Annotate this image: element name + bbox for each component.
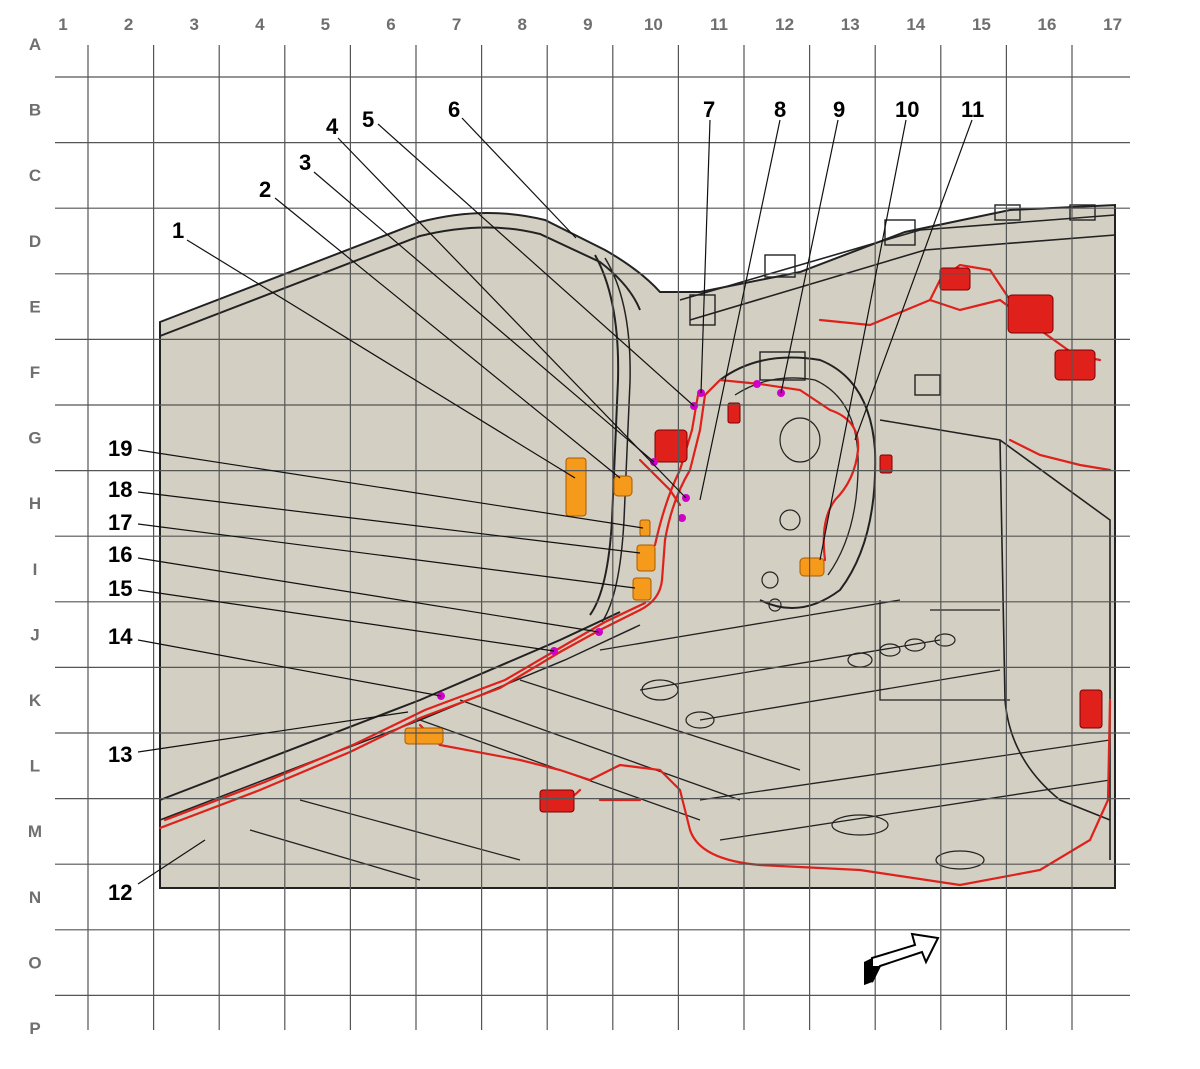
callout-7: 7 xyxy=(703,97,715,122)
grid-row-label: P xyxy=(29,1019,40,1038)
callout-10: 10 xyxy=(895,97,919,122)
callout-8: 8 xyxy=(774,97,786,122)
connector-2 xyxy=(613,475,633,497)
body-upper-brackets xyxy=(689,204,1096,396)
grid-column-label: 8 xyxy=(517,15,526,34)
connector-18 xyxy=(636,544,656,572)
grid-column-label: 4 xyxy=(255,15,265,34)
body-rear-side-panel xyxy=(879,419,1111,860)
connector-10 xyxy=(799,557,825,577)
grid-row-label: K xyxy=(29,691,42,710)
grid-row-label: M xyxy=(28,822,42,841)
harness-floor-branch xyxy=(418,698,1112,887)
grid-column-label: 7 xyxy=(452,15,461,34)
connector-17 xyxy=(632,577,652,601)
grid-column-label: 17 xyxy=(1103,15,1122,34)
callout-9: 9 xyxy=(833,97,845,122)
grid-row-label: H xyxy=(29,494,41,513)
callout-3: 3 xyxy=(299,150,311,175)
harness-rocker-trunk xyxy=(158,538,667,830)
harness-right-side xyxy=(1008,438,1112,472)
callout-labels: 1 2 3 4 5 6 7 8 9 10 11 12 13 14 15 16 1… xyxy=(108,97,984,905)
grid-column-label: 3 xyxy=(189,15,198,34)
grid-row-label: A xyxy=(29,35,41,54)
callout-6: 6 xyxy=(448,97,460,122)
callout-16: 16 xyxy=(108,542,132,567)
grid-row-label: O xyxy=(28,953,41,972)
callout-13: 13 xyxy=(108,742,132,767)
grid-row-label: D xyxy=(29,232,41,251)
callout-1: 1 xyxy=(172,218,184,243)
callout-12: 12 xyxy=(108,880,132,905)
callout-5: 5 xyxy=(362,107,374,132)
connector-13 xyxy=(404,727,444,745)
harness-components xyxy=(539,267,1103,813)
callout-4: 4 xyxy=(326,114,339,139)
callout-leaders xyxy=(137,117,973,885)
grid-row-label: G xyxy=(28,429,41,448)
front-direction-arrow-icon xyxy=(864,932,940,985)
grid-column-label: 13 xyxy=(841,15,860,34)
body-roof-rail xyxy=(159,226,641,337)
grid-row-label: N xyxy=(29,888,41,907)
harness-left-pillar-branch xyxy=(638,458,682,507)
grid-row-label: L xyxy=(30,757,40,776)
callout-18: 18 xyxy=(108,477,132,502)
callout-14: 14 xyxy=(108,624,133,649)
grid-column-label: 1 xyxy=(58,15,67,34)
grid-column-label: 6 xyxy=(386,15,395,34)
splice-5 xyxy=(678,514,686,522)
grid-row-label: F xyxy=(30,363,40,382)
grid-column-label: 5 xyxy=(321,15,330,34)
harness-wheelhouse-loop xyxy=(822,408,860,562)
body-floor-ribs xyxy=(249,599,1111,881)
grid-column-label: 11 xyxy=(710,15,728,34)
harness-pillar-run xyxy=(663,378,832,542)
callout-15: 15 xyxy=(108,576,132,601)
grid-column-label: 2 xyxy=(124,15,133,34)
body-rocker-panel xyxy=(159,611,621,801)
grid-row-label: J xyxy=(30,625,39,644)
splice-8 xyxy=(753,380,761,388)
grid-row-label: C xyxy=(29,166,41,185)
grid-column-label: 9 xyxy=(583,15,592,34)
connector-1 xyxy=(565,457,587,517)
callout-11: 11 xyxy=(961,97,984,122)
grid-column-label: 14 xyxy=(906,15,925,34)
callout-19: 19 xyxy=(108,436,132,461)
grid-column-label: 10 xyxy=(644,15,663,34)
harness-rocker-trunk-2 xyxy=(163,601,647,822)
grid-row-label: I xyxy=(33,560,38,579)
harness-upper-branch xyxy=(928,263,1012,302)
connectors xyxy=(404,457,825,745)
body-b-pillar xyxy=(589,254,620,616)
wiring-harness xyxy=(158,263,1112,887)
callout-17: 17 xyxy=(108,510,132,535)
grid-row-label: E xyxy=(29,297,40,316)
grid-column-label: 16 xyxy=(1038,15,1057,34)
grid-column-label: 15 xyxy=(972,15,991,34)
grid-row-labels: A B C D E F G H I J K L M N O P xyxy=(28,35,42,1038)
grid-row-label: B xyxy=(29,101,41,120)
grid-column-label: 12 xyxy=(775,15,794,34)
callout-2: 2 xyxy=(259,177,271,202)
